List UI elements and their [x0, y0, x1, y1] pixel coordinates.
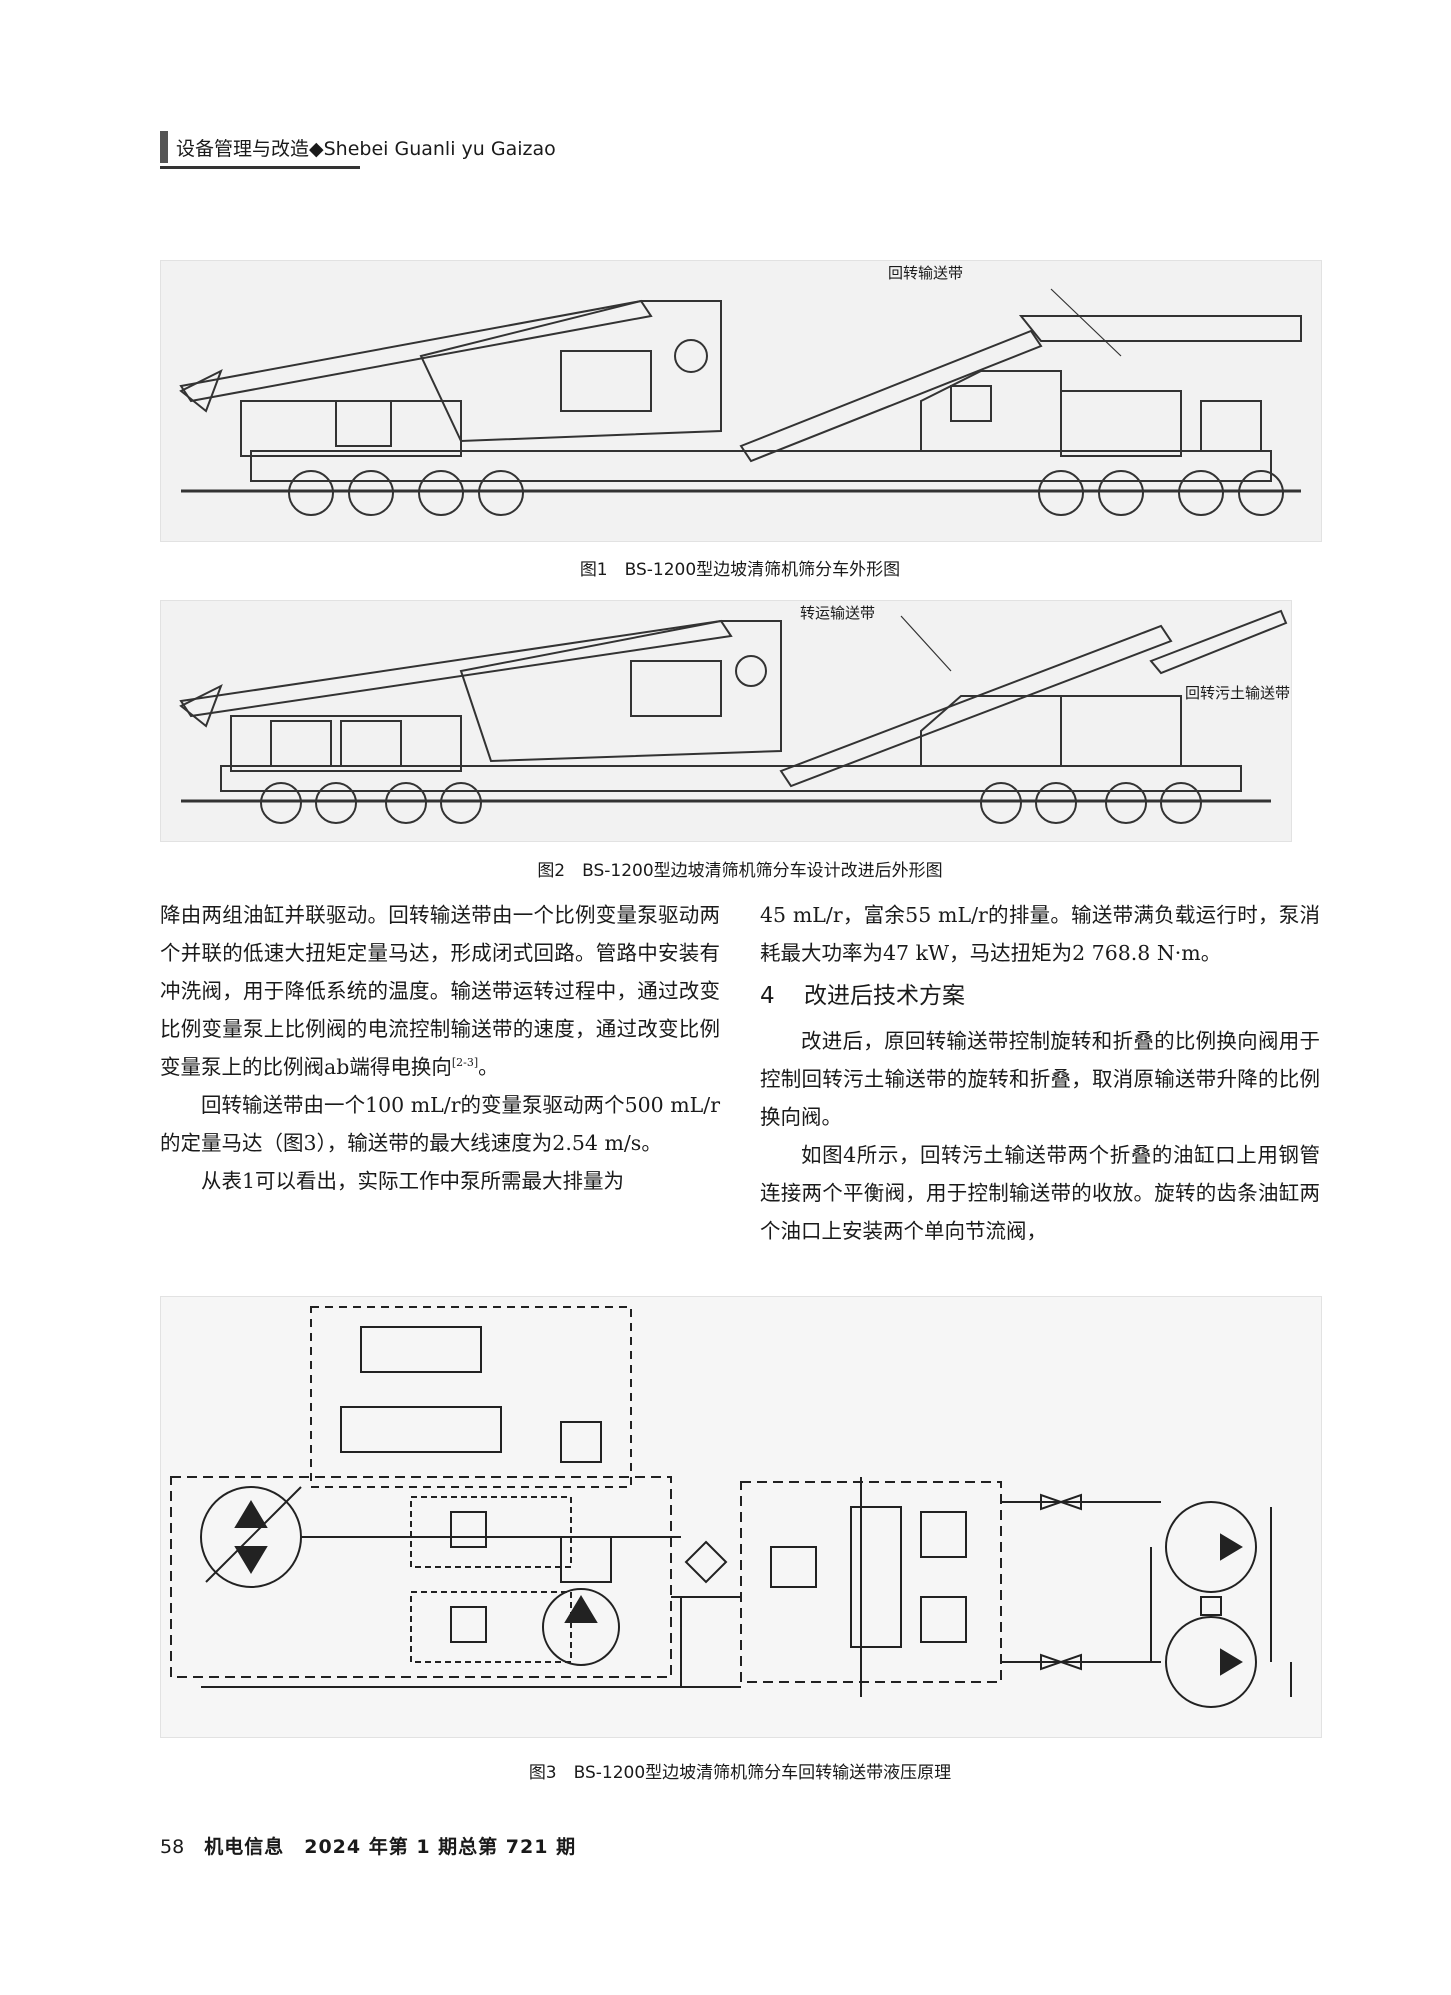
left-paragraph-1-text: 降由两组油缸并联驱动。回转输送带由一个比例变量泵驱动两个并联的低速大扭矩定量马达… [160, 903, 720, 1079]
left-paragraph-1: 降由两组油缸并联驱动。回转输送带由一个比例变量泵驱动两个并联的低速大扭矩定量马达… [160, 896, 720, 1086]
left-column: 降由两组油缸并联驱动。回转输送带由一个比例变量泵驱动两个并联的低速大扭矩定量马达… [160, 896, 720, 1200]
page-number: 58 [160, 1836, 185, 1858]
header-rule [160, 166, 360, 169]
figure-2 [160, 600, 1292, 842]
journal-issue: 机电信息 2024 年第 1 期总第 721 期 [204, 1836, 577, 1858]
section-heading-title: 改进后技术方案 [804, 983, 965, 1009]
figure-3 [160, 1296, 1322, 1738]
figure-2-drawing [179, 609, 1288, 824]
right-column: 45 mL/r，富余55 mL/r的排量。输送带满负载运行时，泵消耗最大功率为4… [760, 896, 1320, 1250]
section-heading: 4 改进后技术方案 [760, 976, 1320, 1016]
left-paragraph-1-end: 。 [478, 1055, 499, 1079]
section-number: 4 [760, 983, 775, 1009]
figure-3-drawing [170, 1306, 1292, 1708]
figure-3-caption: 图3 BS-1200型边坡清筛机筛分车回转输送带液压原理 [528, 1763, 952, 1783]
figure-1 [160, 260, 1322, 542]
running-head: 设备管理与改造◆Shebei Guanli yu Gaizao [160, 130, 556, 169]
page-footer: 58 机电信息 2024 年第 1 期总第 721 期 [160, 1832, 576, 1859]
section-title: 设备管理与改造◆Shebei Guanli yu Gaizao [176, 137, 556, 160]
right-paragraph-2: 改进后，原回转输送带控制旋转和折叠的比例换向阀用于控制回转污土输送带的旋转和折叠… [760, 1029, 1320, 1129]
header-bar [160, 131, 168, 163]
figure-1-caption: 图1 BS-1200型边坡清筛机筛分车外形图 [579, 560, 901, 580]
figure-1-drawing [179, 288, 1302, 516]
right-paragraph-3: 如图4所示，回转污土输送带两个折叠的油缸口上用钢管连接两个平衡阀，用于控制输送带… [760, 1143, 1320, 1243]
left-paragraph-3: 从表1可以看出，实际工作中泵所需最大排量为 [201, 1169, 625, 1193]
figure-2-callout-transfer: 转运输送带 [800, 604, 876, 622]
left-paragraph-2: 回转输送带由一个100 mL/r的变量泵驱动两个500 mL/r的定量马达（图3… [160, 1093, 720, 1155]
figure-1-callout: 回转输送带 [888, 264, 964, 282]
right-paragraph-1: 45 mL/r，富余55 mL/r的排量。输送带满负载运行时，泵消耗最大功率为4… [760, 903, 1320, 965]
figure-2-caption: 图2 BS-1200型边坡清筛机筛分车设计改进后外形图 [537, 861, 943, 881]
figure-2-callout-spoil: 回转污土输送带 [1185, 684, 1291, 702]
citation: [2-3] [451, 1056, 479, 1070]
